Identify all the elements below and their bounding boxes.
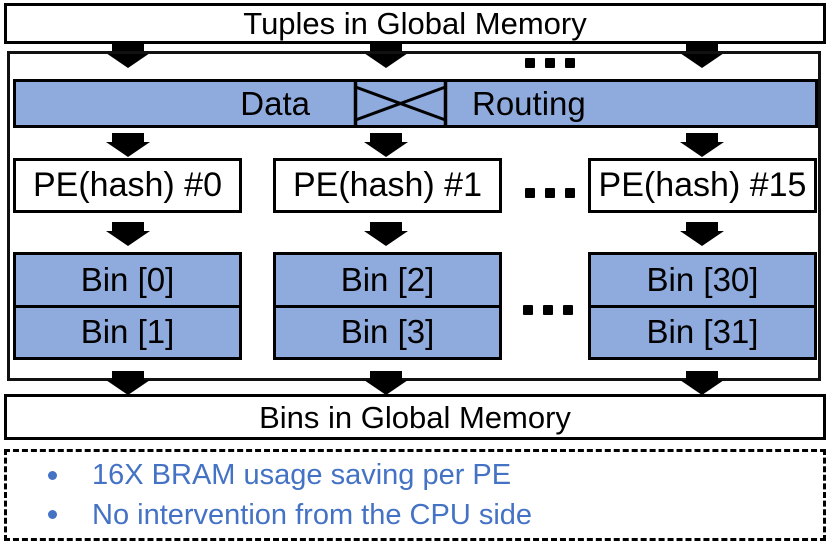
pe-hash-1-label: PE(hash) #1: [293, 166, 482, 204]
down-arrow: [106, 44, 150, 68]
bullet-icon: [48, 510, 57, 520]
ellipsis-dots: [525, 58, 575, 68]
down-arrow: [680, 371, 724, 395]
down-arrow: [364, 222, 408, 246]
notes-box: 16X BRAM usage saving per PE No interven…: [4, 449, 826, 541]
ellipsis-dots: [525, 188, 575, 198]
crossbar-switch-icon: [353, 82, 448, 130]
pe-hash-15-box: PE(hash) #15: [588, 158, 817, 213]
note-bram-saving: 16X BRAM usage saving per PE: [92, 458, 512, 491]
pe-hash-0-box: PE(hash) #0: [13, 158, 242, 213]
data-label: Data: [240, 85, 310, 122]
bin-30-cell: Bin [30]: [591, 255, 814, 308]
pe-hash-15-label: PE(hash) #15: [598, 166, 807, 204]
bins-global-memory-box: Bins in Global Memory: [4, 394, 826, 440]
down-arrow: [680, 222, 724, 246]
bin-2-cell: Bin [2]: [276, 255, 499, 308]
accelerator-frame: [7, 51, 821, 381]
down-arrow: [106, 371, 150, 395]
bin-column-15: Bin [30] Bin [31]: [588, 252, 817, 360]
bullet-icon: [48, 470, 57, 480]
tuples-global-memory-label: Tuples in Global Memory: [243, 6, 587, 41]
pe-hash-1-box: PE(hash) #1: [273, 158, 502, 213]
bins-global-memory-label: Bins in Global Memory: [259, 399, 571, 435]
ellipsis-dots: [523, 305, 573, 315]
pe-hash-0-label: PE(hash) #0: [33, 166, 222, 204]
down-arrow: [364, 44, 408, 68]
down-arrow: [106, 133, 150, 157]
down-arrow: [364, 133, 408, 157]
down-arrow: [364, 371, 408, 395]
data-routing-box: Data Routing: [13, 79, 818, 128]
note-no-cpu-intervention: No intervention from the CPU side: [92, 498, 533, 531]
note-row: No intervention from the CPU side: [7, 498, 823, 533]
down-arrow: [106, 222, 150, 246]
bin-column-0: Bin [0] Bin [1]: [13, 252, 242, 360]
down-arrow: [680, 133, 724, 157]
note-row: 16X BRAM usage saving per PE: [7, 458, 823, 493]
routing-label: Routing: [472, 85, 586, 122]
bin-1-cell: Bin [1]: [80, 313, 175, 351]
bin-0-cell: Bin [0]: [16, 255, 239, 308]
bin-3-cell: Bin [3]: [340, 313, 435, 351]
tuples-global-memory-box: Tuples in Global Memory: [4, 3, 826, 44]
bin-31-cell: Bin [31]: [646, 313, 759, 351]
bin-column-1: Bin [2] Bin [3]: [273, 252, 502, 360]
down-arrow: [680, 44, 724, 68]
